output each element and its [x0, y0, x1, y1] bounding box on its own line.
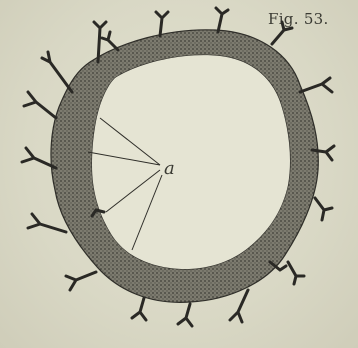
- label-a: a: [164, 158, 175, 179]
